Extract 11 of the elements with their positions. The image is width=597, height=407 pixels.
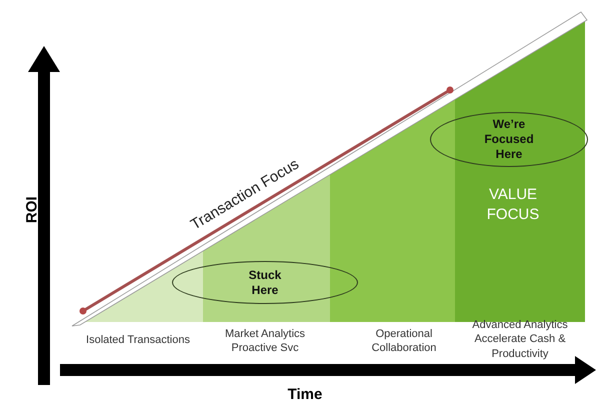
callout-text: We’re Focused Here bbox=[483, 117, 535, 162]
stage-label: Market Analytics Proactive Svc bbox=[224, 327, 306, 356]
callout-ellipse bbox=[172, 261, 358, 304]
axis-title: Time bbox=[286, 385, 324, 404]
callout-ellipse bbox=[430, 112, 588, 167]
stage-label: Operational Collaboration bbox=[370, 327, 438, 356]
axis-title: ROI bbox=[22, 195, 42, 226]
stage-label: Isolated Transactions bbox=[85, 333, 191, 348]
zone-label: VALUE FOCUS bbox=[486, 185, 540, 224]
stage-label: Advanced Analytics Accelerate Cash & Productivity bbox=[471, 318, 569, 361]
callout-text: Stuck Here bbox=[248, 268, 282, 298]
